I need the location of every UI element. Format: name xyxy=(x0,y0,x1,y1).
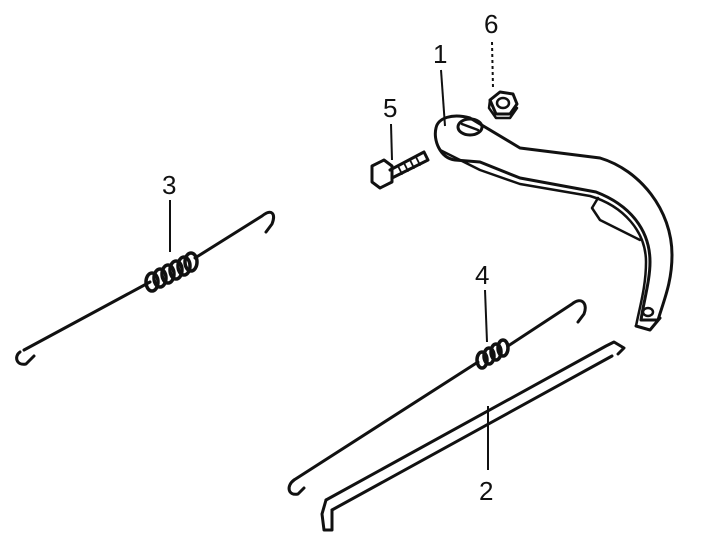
part-5-bolt xyxy=(370,150,430,190)
callout-2: 2 xyxy=(479,476,493,506)
leader-1 xyxy=(440,69,446,127)
part-6-nut xyxy=(487,90,519,120)
part-1-arm-bracket xyxy=(433,114,674,332)
part-3-spring xyxy=(15,210,276,366)
part-4-spring xyxy=(287,299,587,496)
callout-6: 6 xyxy=(484,9,498,39)
leader-6 xyxy=(491,41,494,89)
callout-5: 5 xyxy=(383,93,397,123)
callout-4: 4 xyxy=(475,260,489,290)
part-2-rod xyxy=(320,340,626,532)
leader-4 xyxy=(484,289,488,343)
callout-3: 3 xyxy=(162,170,176,200)
leader-5 xyxy=(390,123,393,161)
callout-1: 1 xyxy=(433,39,447,69)
